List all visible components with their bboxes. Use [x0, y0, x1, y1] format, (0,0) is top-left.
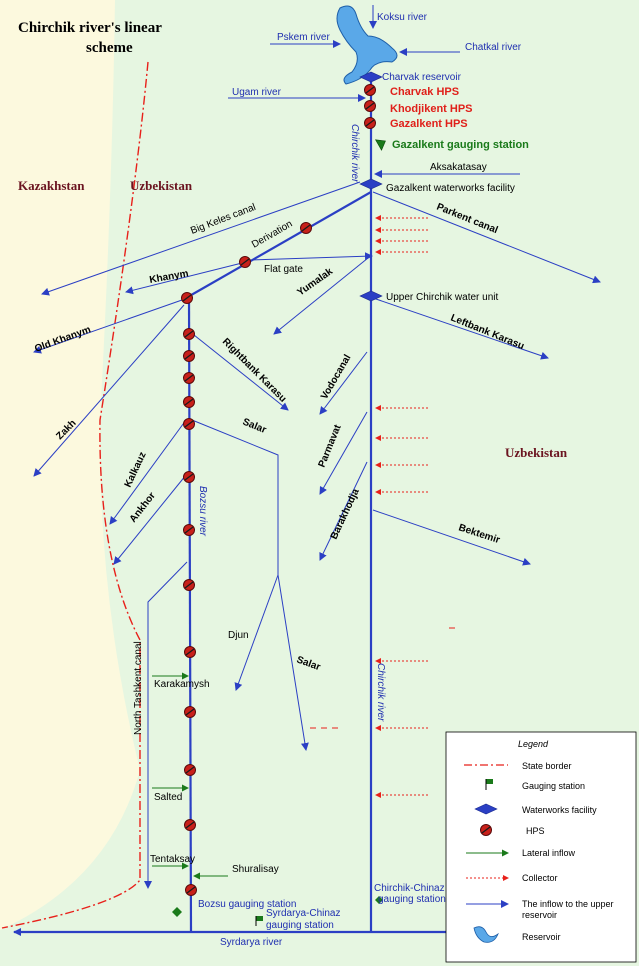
syrdarya-river-label: Syrdarya river: [220, 937, 283, 948]
salar-canal-line: [191, 419, 309, 751]
kazakhstan-area: [0, 0, 140, 930]
syrdarya-chinaz-gauge-icon: [255, 916, 263, 926]
bozsu-gauge-icon: [172, 907, 182, 917]
rightbank-karasu-line: [193, 334, 289, 411]
collectors-middle: [375, 405, 428, 495]
legend-title: Legend: [518, 739, 549, 749]
hps-icon: [182, 327, 196, 341]
chirchik-chinaz-gauge-icon: [375, 896, 383, 904]
hps-icon: [299, 221, 313, 235]
hps-icon: [363, 83, 377, 97]
hps-icon: [183, 705, 197, 719]
legend-item-inflow-1: The inflow to the upper: [522, 899, 614, 909]
chirchik-river-upper-label: Chirchik river: [349, 124, 360, 183]
koksu-river-label: Koksu river: [377, 12, 428, 23]
gazalkent-wf-label: Gazalkent waterworks facility: [386, 183, 515, 194]
ankhor-line: [113, 474, 187, 565]
chirchik-river-lower-label: Chirchik river: [375, 663, 386, 722]
ugam-river-label: Ugam river: [232, 87, 282, 98]
shuralisay-label: Shuralisay: [232, 864, 279, 875]
legend-item-state-border: State border: [522, 761, 572, 771]
north-tashkent-label: North Tashkent canal: [133, 641, 144, 735]
bektemir-line: [372, 509, 531, 566]
hps-icon: [182, 417, 196, 431]
yumalak-line: [273, 257, 369, 335]
khanym-canal-line: [125, 261, 247, 295]
legend-hps-icon: [479, 823, 493, 837]
parmavat-line: [319, 411, 368, 495]
charvak-hps-label: Charvak HPS: [390, 86, 459, 98]
old-khanym-line: [33, 299, 183, 354]
hps-icon: [182, 470, 196, 484]
hps-icon: [238, 255, 252, 269]
collectors-lower: [375, 658, 428, 798]
hps-icon: [184, 883, 198, 897]
zakh-line: [33, 304, 185, 477]
flat-gate-label: Flat gate: [264, 264, 303, 275]
hps-icon: [183, 818, 197, 832]
legend-item-inflow-2: reservoir: [522, 910, 557, 920]
state-border-line: [1, 61, 149, 929]
hps-icon: [182, 395, 196, 409]
legend-item-hps: HPS: [526, 826, 545, 836]
chirchik-chinaz-gs-label-2: gauging station: [378, 894, 446, 905]
hps-icon: [183, 763, 197, 777]
karakamysh-label: Karakamysh: [154, 679, 210, 690]
title-line-2: scheme: [86, 40, 133, 56]
country-uzbekistan-left: Uzbekistan: [130, 178, 193, 193]
legend: Legend State border Gauging station Wate…: [445, 731, 637, 963]
chatkal-river-label: Chatkal river: [465, 42, 522, 53]
parkent-canal-line: [372, 191, 601, 284]
chirchik-chinaz-gs-label-1: Chirchik-Chinaz: [374, 883, 445, 894]
charvak-reservoir-label: Charvak reservoir: [382, 72, 462, 83]
syrdarya-chinaz-gs-label-2: gauging station: [266, 920, 334, 931]
title-line-1: Chirchik river's linear: [18, 20, 162, 36]
gazalkent-hps-label: Gazalkent HPS: [390, 118, 468, 130]
gazalkent-gs-label: Gazalkent gauging station: [392, 139, 529, 151]
hps-icon: [182, 578, 196, 592]
flat-gate-line: [249, 252, 373, 261]
syrdarya-chinaz-gs-label-1: Syrdarya-Chinaz: [266, 908, 340, 919]
upper-chirchik-wu-label: Upper Chirchik water unit: [386, 292, 498, 303]
leftbank-karasu-line: [372, 297, 549, 360]
tentaksay-label: Tentaksay: [150, 854, 195, 865]
khodjikent-hps-label: Khodjikent HPS: [390, 103, 473, 115]
legend-item-lateral-inflow: Lateral inflow: [522, 848, 576, 858]
djun-label: Djun: [228, 630, 249, 641]
bozsu-river-label: Bozsu river: [197, 486, 208, 537]
country-uzbekistan-right: Uzbekistan: [505, 445, 568, 460]
hps-icon: [182, 523, 196, 537]
djun-canal-line: [234, 574, 279, 691]
north-tashkent-canal-line: [144, 561, 188, 889]
kalkauz-line: [109, 419, 187, 525]
gazalkent-gauge-icon: [374, 139, 386, 151]
legend-gauge-icon: [485, 779, 493, 790]
barakhodja-line: [319, 461, 368, 561]
hps-icon: [183, 645, 197, 659]
legend-item-reservoir: Reservoir: [522, 932, 561, 942]
legend-item-collector: Collector: [522, 873, 558, 883]
hps-icon: [182, 371, 196, 385]
collectors-upper: [375, 215, 428, 255]
derivation-canal-line: [185, 191, 372, 299]
bozsu-gs-label: Bozsu gauging station: [198, 899, 296, 910]
big-keles-canal-line: [41, 181, 361, 296]
hps-icon: [363, 99, 377, 113]
charvak-reservoir-shape: [336, 5, 398, 85]
country-kazakhstan: Kazakhstan: [18, 178, 85, 193]
hps-icon: [180, 291, 194, 305]
vodocanal-line: [319, 351, 368, 415]
hps-icon: [363, 116, 377, 130]
pskem-river-label: Pskem river: [277, 32, 330, 43]
legend-item-waterworks: Waterworks facility: [522, 805, 597, 815]
legend-reservoir-icon: [473, 926, 499, 943]
salted-label: Salted: [154, 792, 182, 803]
legend-item-gauging-station: Gauging station: [522, 781, 585, 791]
hps-icon: [182, 349, 196, 363]
aksakatasay-label: Aksakatasay: [430, 162, 487, 173]
